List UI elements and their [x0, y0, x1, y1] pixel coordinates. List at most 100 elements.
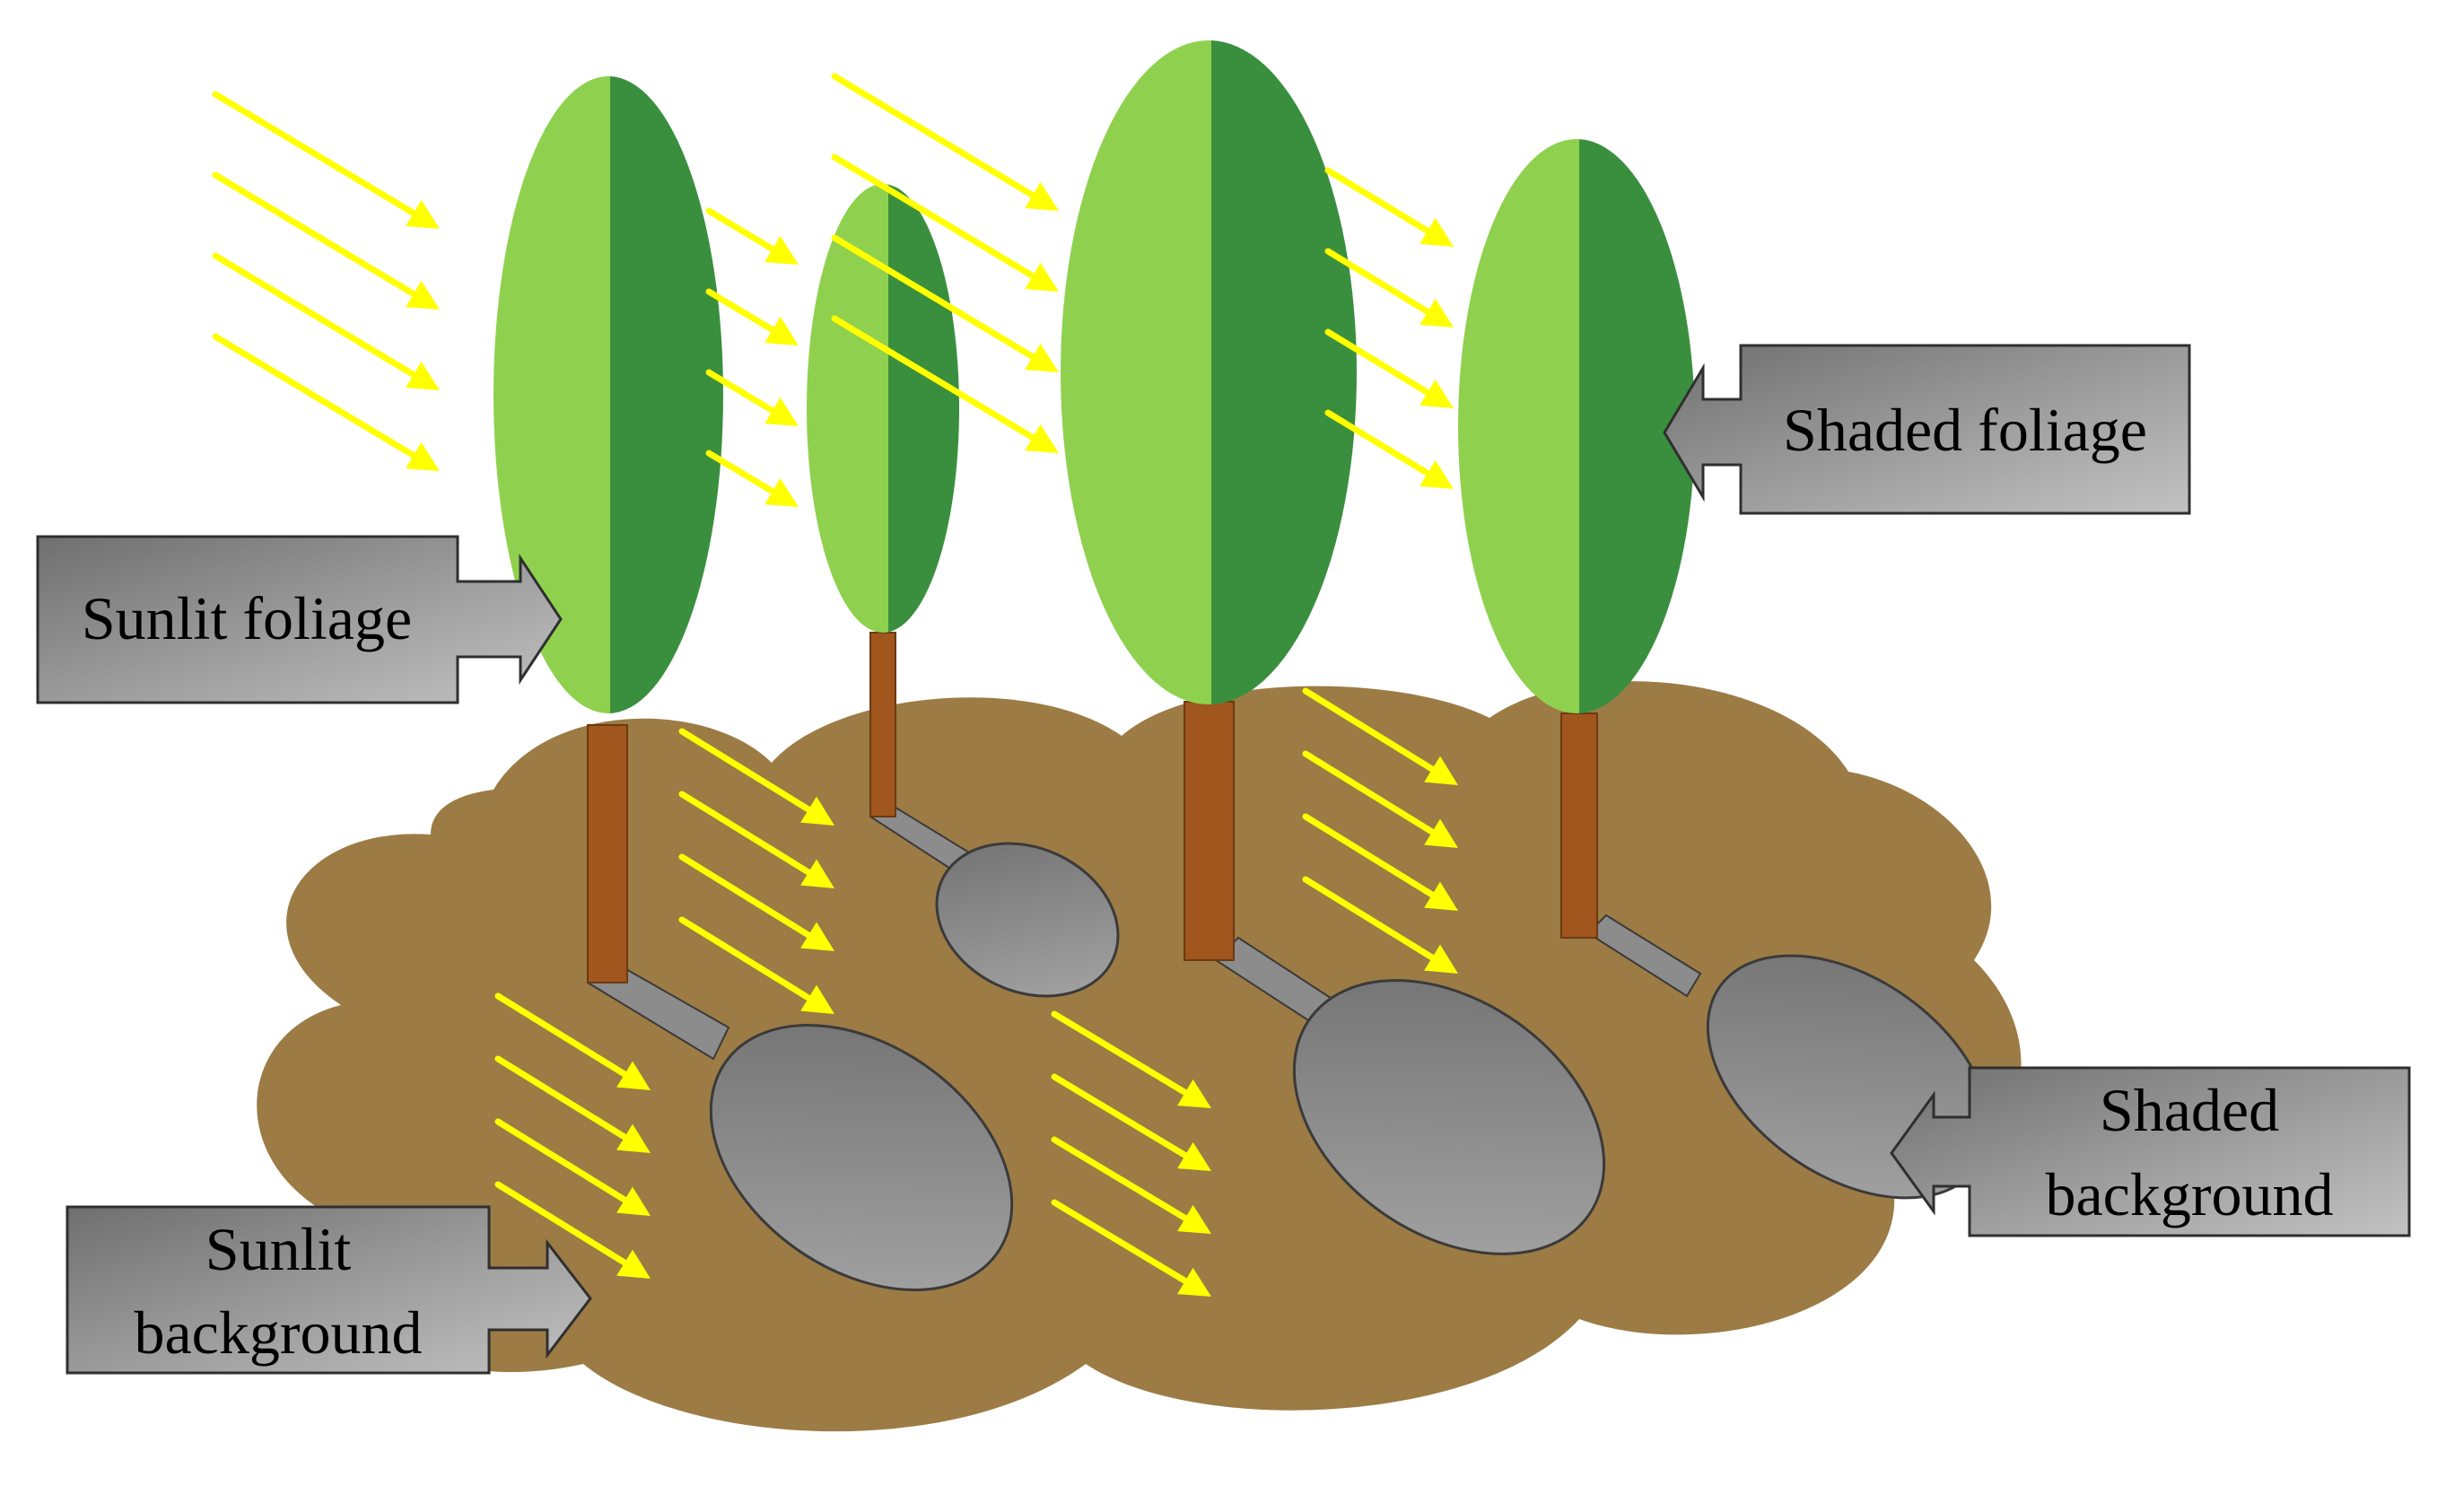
sun-ray-line [1051, 1199, 1193, 1288]
tree-crown-1 [494, 76, 723, 713]
sun-ray-line [831, 315, 1041, 444]
sun-ray-arrow [1051, 1073, 1211, 1171]
sun-ray-arrowhead [800, 859, 834, 888]
tree-crowns [494, 40, 1695, 713]
sun-ray-arrow [212, 333, 440, 471]
sun-ray-line [494, 1181, 633, 1269]
sun-ray-arrow [212, 171, 440, 310]
label-shaded-background-line2: background [2045, 1160, 2333, 1228]
label-sunlit-foliage: Sunlit foliage [82, 584, 412, 652]
callout-sunlit-background: Sunlit background [66, 1205, 592, 1375]
sun-ray-arrowhead [1424, 756, 1458, 785]
sun-ray-line [1051, 1010, 1193, 1099]
sun-ray-arrow [1051, 1010, 1211, 1108]
crown-3-sunlit-half [1061, 40, 1211, 704]
sun-ray-arrowhead [1025, 424, 1059, 453]
sun-ray-line [705, 288, 781, 336]
sun-ray-arrow [494, 992, 651, 1090]
sun-rays [212, 73, 1458, 1297]
sun-ray-line [831, 234, 1041, 363]
sun-ray-arrowhead [616, 1061, 651, 1090]
callout-shaded-foliage: Shaded foliage [1663, 344, 2191, 515]
sun-ray-line [1302, 750, 1440, 838]
callout-sunlit-foliage: Sunlit foliage [36, 535, 563, 704]
sun-ray-arrow [1324, 409, 1454, 489]
sun-ray-arrowhead [764, 477, 799, 507]
sun-ray-line [212, 252, 422, 381]
sun-ray-line [1051, 1136, 1193, 1225]
sun-ray-arrow [1302, 876, 1458, 974]
sun-ray-arrowhead [1025, 181, 1059, 211]
sun-ray-arrow [678, 728, 834, 826]
callout-box-sunlit-background [66, 1205, 592, 1375]
sun-ray-arrowhead [1025, 343, 1059, 372]
sun-ray-arrow [1051, 1199, 1211, 1297]
trunk-3 [1184, 701, 1235, 961]
sun-ray-arrowhead [764, 397, 799, 426]
sun-ray-arrowhead [1177, 1204, 1211, 1234]
sun-ray-arrowhead [1424, 818, 1458, 848]
sun-ray-line [705, 450, 781, 498]
sun-ray-line [678, 916, 817, 1004]
sun-ray-arrow [705, 369, 799, 426]
shadow-ellipse-3 [1292, 979, 1606, 1255]
sun-ray-arrowhead [406, 280, 440, 310]
sun-ray-line [1324, 409, 1436, 479]
sun-ray-arrowhead [1424, 944, 1458, 974]
sun-ray-arrowhead [406, 361, 440, 390]
trunk-2 [869, 632, 896, 817]
label-sunlit-background-line1: Sunlit [205, 1215, 352, 1283]
callout-shaded-background: Shaded background [1890, 1066, 2411, 1237]
crown-4-shaded-half [1579, 139, 1695, 713]
callout-box-sunlit-foliage [36, 535, 563, 704]
callout-box-shaded-background [1890, 1066, 2411, 1237]
shadow-ellipse-2 [935, 842, 1120, 998]
sun-ray-arrow [831, 153, 1059, 292]
sun-ray-line [494, 1118, 633, 1206]
sun-ray-arrowhead [1177, 1267, 1211, 1297]
sun-ray-arrowhead [1420, 298, 1454, 328]
crown-1-sunlit-half [494, 76, 610, 713]
sun-ray-arrowhead [1420, 459, 1454, 489]
sun-ray-arrowhead [1025, 262, 1059, 292]
sun-ray-line [705, 369, 781, 417]
sun-ray-arrow [1324, 328, 1454, 408]
sun-ray-arrowhead [616, 1123, 651, 1153]
crown-2-shaded-half [888, 184, 959, 633]
crown-3-shaded-half [1211, 40, 1357, 704]
sun-ray-line [212, 171, 422, 301]
sun-ray-arrow [678, 853, 834, 951]
sun-ray-arrow [1302, 750, 1458, 848]
sun-ray-arrow [212, 252, 440, 390]
label-shaded-foliage: Shaded foliage [1783, 396, 2147, 464]
sun-ray-line [494, 992, 633, 1080]
sun-ray-arrowhead [1420, 379, 1454, 408]
sun-ray-arrowhead [616, 1186, 651, 1216]
sun-ray-arrowhead [764, 235, 799, 265]
sun-ray-line [1302, 813, 1440, 901]
sun-ray-arrowhead [800, 984, 834, 1014]
sun-ray-line [1324, 248, 1436, 318]
sun-ray-arrow [831, 73, 1059, 211]
sun-ray-arrow [705, 288, 799, 345]
sun-ray-arrowhead [1177, 1141, 1211, 1171]
sun-ray-line [1324, 328, 1436, 398]
sun-ray-arrow [705, 450, 799, 507]
crown-2-sunlit-half [807, 184, 888, 633]
sun-ray-arrow [831, 234, 1059, 372]
sun-ray-arrow [1324, 167, 1454, 247]
sun-ray-arrowhead [800, 922, 834, 951]
crown-1-shaded-half [610, 76, 723, 713]
shadow-ellipse-1 [709, 1024, 1014, 1291]
sun-ray-arrowhead [1420, 217, 1454, 247]
sun-ray-line [705, 207, 781, 256]
crown-4-sunlit-half [1458, 139, 1579, 713]
sun-ray-arrow [1302, 813, 1458, 911]
sun-ray-arrow [494, 1055, 651, 1153]
sun-ray-line [831, 153, 1041, 283]
sun-ray-arrow [831, 315, 1059, 453]
sun-ray-arrowhead [764, 316, 799, 345]
sun-ray-arrow [494, 1181, 651, 1279]
callout-box-shaded-foliage [1663, 344, 2191, 515]
